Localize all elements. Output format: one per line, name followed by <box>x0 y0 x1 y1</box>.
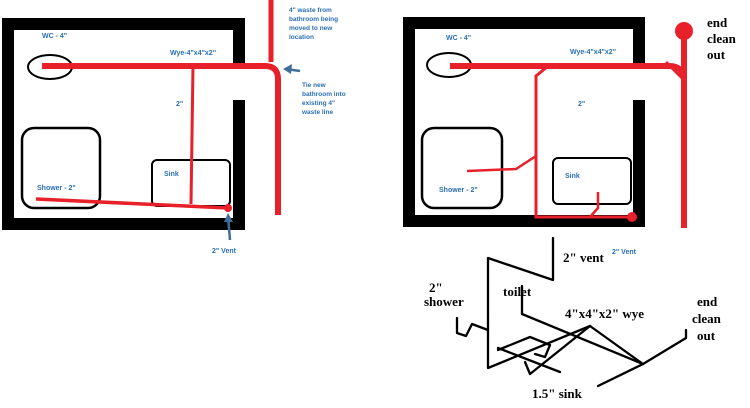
right-shower <box>420 126 504 210</box>
left-main-waste-pipe <box>42 63 281 215</box>
left-tie-note-line: waste line <box>301 109 333 116</box>
left-wall-left <box>2 18 14 230</box>
right-wall-top <box>403 17 645 29</box>
iso-toilet-label: toilet <box>503 284 532 299</box>
left-vent-dot <box>224 204 232 212</box>
iso-vent-label: 2" vent <box>563 250 604 265</box>
iso-shower-label: 2" shower <box>424 280 464 309</box>
left-wc-label: WC - 4" <box>42 33 67 40</box>
left-vent-label: 2" Vent <box>212 248 237 255</box>
left-tie-note-line: existing 4" <box>302 100 335 107</box>
right-wall-right-lower <box>633 100 645 227</box>
right-sink-label: Sink <box>565 173 580 180</box>
iso-sink-label: 1.5" sink <box>532 386 583 401</box>
right-sink <box>552 157 632 205</box>
left-tie-note-line: Tie new <box>302 82 327 89</box>
left-waste-note-line: 4" waste from <box>289 7 332 14</box>
left-shower-label: Shower - 2" <box>37 185 76 192</box>
left-waste-note-line: location <box>289 34 314 41</box>
right-vent-dot <box>627 212 637 222</box>
iso-cleanout-run <box>641 328 688 366</box>
left-vent-arrowhead <box>224 213 233 222</box>
right-wye-label: Wye-4"x4"x2" <box>570 49 616 56</box>
iso-cleanout-label-line: out <box>697 328 716 343</box>
iso-vent-riser <box>486 236 555 320</box>
left-tie-in-arrowhead <box>283 64 292 74</box>
left-wall-top <box>2 18 245 30</box>
left-waste-note: 4" waste from bathroom being moved to ne… <box>289 7 340 41</box>
right-cleanout-note-line: clean <box>707 31 737 46</box>
left-wall-bottom <box>2 218 245 230</box>
iso-cleanout-label-line: clean <box>692 311 722 326</box>
left-shower-drain-line <box>35 197 229 210</box>
iso-sink-arm <box>496 335 552 359</box>
right-sink-drain-line <box>589 192 600 218</box>
right-cleanout-cap <box>675 22 693 40</box>
right-wall-right-upper <box>633 17 645 65</box>
left-two-inch-branch <box>189 65 195 205</box>
left-sink-label: Sink <box>164 171 179 178</box>
left-floor-plan: WC - 4" Wye-4"x4"x2" 2" Sink Shower - 2"… <box>2 0 348 255</box>
left-wall-right-upper <box>233 18 245 66</box>
isometric-sketch: 2" vent 2" shower toilet 4"x4"x2" wye en… <box>424 236 724 401</box>
right-wc-label: WC - 4" <box>446 35 471 42</box>
right-cleanout-branch <box>664 60 686 82</box>
left-waste-note-line: bathroom being <box>289 16 338 23</box>
left-wye-label: Wye-4"x4"x2" <box>170 50 216 57</box>
iso-cross-brace <box>496 346 562 374</box>
left-shower <box>20 126 102 210</box>
iso-cleanout-label: end clean out <box>692 294 724 343</box>
left-tie-note-line: bathroom into <box>302 91 346 98</box>
right-cleanout-note-line: end <box>707 15 728 30</box>
right-two-inch-label: 2" <box>578 101 585 108</box>
iso-shower-trap <box>455 316 490 338</box>
right-vent-label: 2" Vent <box>612 249 637 256</box>
right-main-waste-pipe <box>450 63 687 82</box>
iso-shower-label-line: 2" <box>429 280 443 295</box>
right-shower-drain-line <box>466 154 537 173</box>
iso-toilet-branch <box>520 284 645 366</box>
iso-cleanout-label-line: end <box>697 294 718 309</box>
right-two-inch-branch <box>534 64 632 219</box>
right-floor-plan: WC - 4" Wye-4"x4"x2" 2" Sink Shower - 2"… <box>403 15 739 256</box>
left-two-inch-label: 2" <box>176 101 183 108</box>
left-tie-note: Tie new bathroom into existing 4" waste … <box>301 82 348 116</box>
iso-sink-drop <box>523 324 592 376</box>
right-shower-label: Shower - 2" <box>439 187 478 194</box>
iso-wye-label: 4"x4"x2" wye <box>565 306 644 321</box>
iso-shower-label-line: shower <box>424 294 464 309</box>
left-wall-right-lower <box>233 100 245 230</box>
right-wall-left <box>403 17 415 227</box>
right-cleanout-note: end clean out <box>707 15 739 62</box>
left-waste-note-line: moved to new <box>289 25 333 32</box>
right-cleanout-note-line: out <box>707 47 726 62</box>
